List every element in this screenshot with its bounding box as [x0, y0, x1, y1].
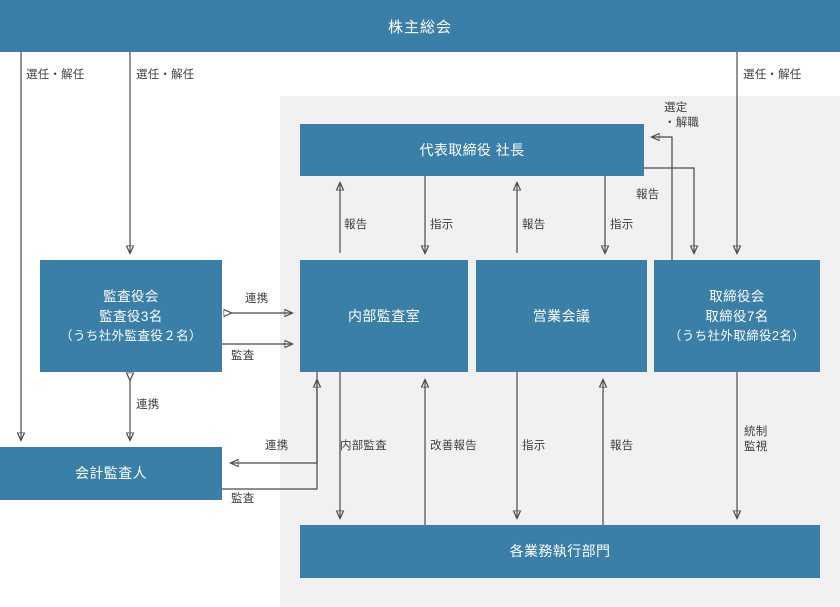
label-report-2: 報告	[522, 219, 546, 231]
label-instruction-2: 指示	[610, 219, 634, 231]
label-report-3: 報告	[610, 440, 634, 452]
accounting-auditor-label: 会計監査人	[75, 465, 147, 482]
board-of-auditors-line2: 監査役3名	[99, 308, 163, 324]
internal-audit-office-label: 内部監査室	[348, 307, 420, 324]
node-accounting-auditor: 会計監査人	[0, 447, 222, 500]
label-cooperation-low: 連携	[265, 440, 289, 452]
label-improvement-report: 改善報告	[430, 440, 477, 452]
label-cooperation-top: 連携	[245, 293, 269, 305]
node-board-of-auditors: 監査役会 監査役3名 （うち社外監査役２名）	[40, 260, 222, 372]
label-appointment-dismissal-2: 選任・解任	[136, 69, 195, 81]
shareholders-meeting-banner: 株主総会	[0, 0, 840, 52]
label-audit-low: 監査	[231, 493, 255, 505]
board-of-directors-line2: 取締役7名	[705, 308, 769, 324]
node-president: 代表取締役 社長	[300, 124, 644, 176]
president-label: 代表取締役 社長	[419, 141, 525, 158]
label-report-board: 報告	[636, 189, 660, 201]
label-instruction-3: 指示	[522, 440, 546, 452]
sales-meeting-label: 営業会議	[532, 307, 591, 324]
label-control-monitoring: 統制 監視	[744, 426, 768, 454]
label-audit-top: 監査	[231, 350, 255, 362]
label-instruction-1: 指示	[430, 219, 454, 231]
label-internal-audit: 内部監査	[340, 440, 387, 452]
node-internal-audit-office: 内部監査室	[300, 260, 468, 372]
board-of-directors-line1: 取締役会	[709, 289, 765, 305]
node-board-of-directors: 取締役会 取締役7名 （うち社外取締役2名）	[654, 260, 820, 372]
board-of-auditors-line3: （うち社外監査役２名）	[60, 328, 202, 343]
label-appointment-dismissal-1: 選任・解任	[26, 69, 85, 81]
board-of-auditors-line1: 監査役会	[103, 289, 159, 305]
shareholders-meeting-label: 株主総会	[387, 18, 452, 36]
business-divisions-label: 各業務執行部門	[509, 543, 611, 560]
node-business-divisions: 各業務執行部門	[300, 525, 820, 578]
board-of-directors-line3: （うち社外取締役2名）	[668, 328, 806, 343]
label-appointment-dismissal-3: 選任・解任	[743, 69, 802, 81]
label-selection-dismissal: 選定 ・解職	[664, 102, 700, 130]
node-sales-meeting: 営業会議	[476, 260, 647, 372]
label-cooperation-mid: 連携	[136, 399, 160, 411]
label-report-1: 報告	[344, 219, 368, 231]
